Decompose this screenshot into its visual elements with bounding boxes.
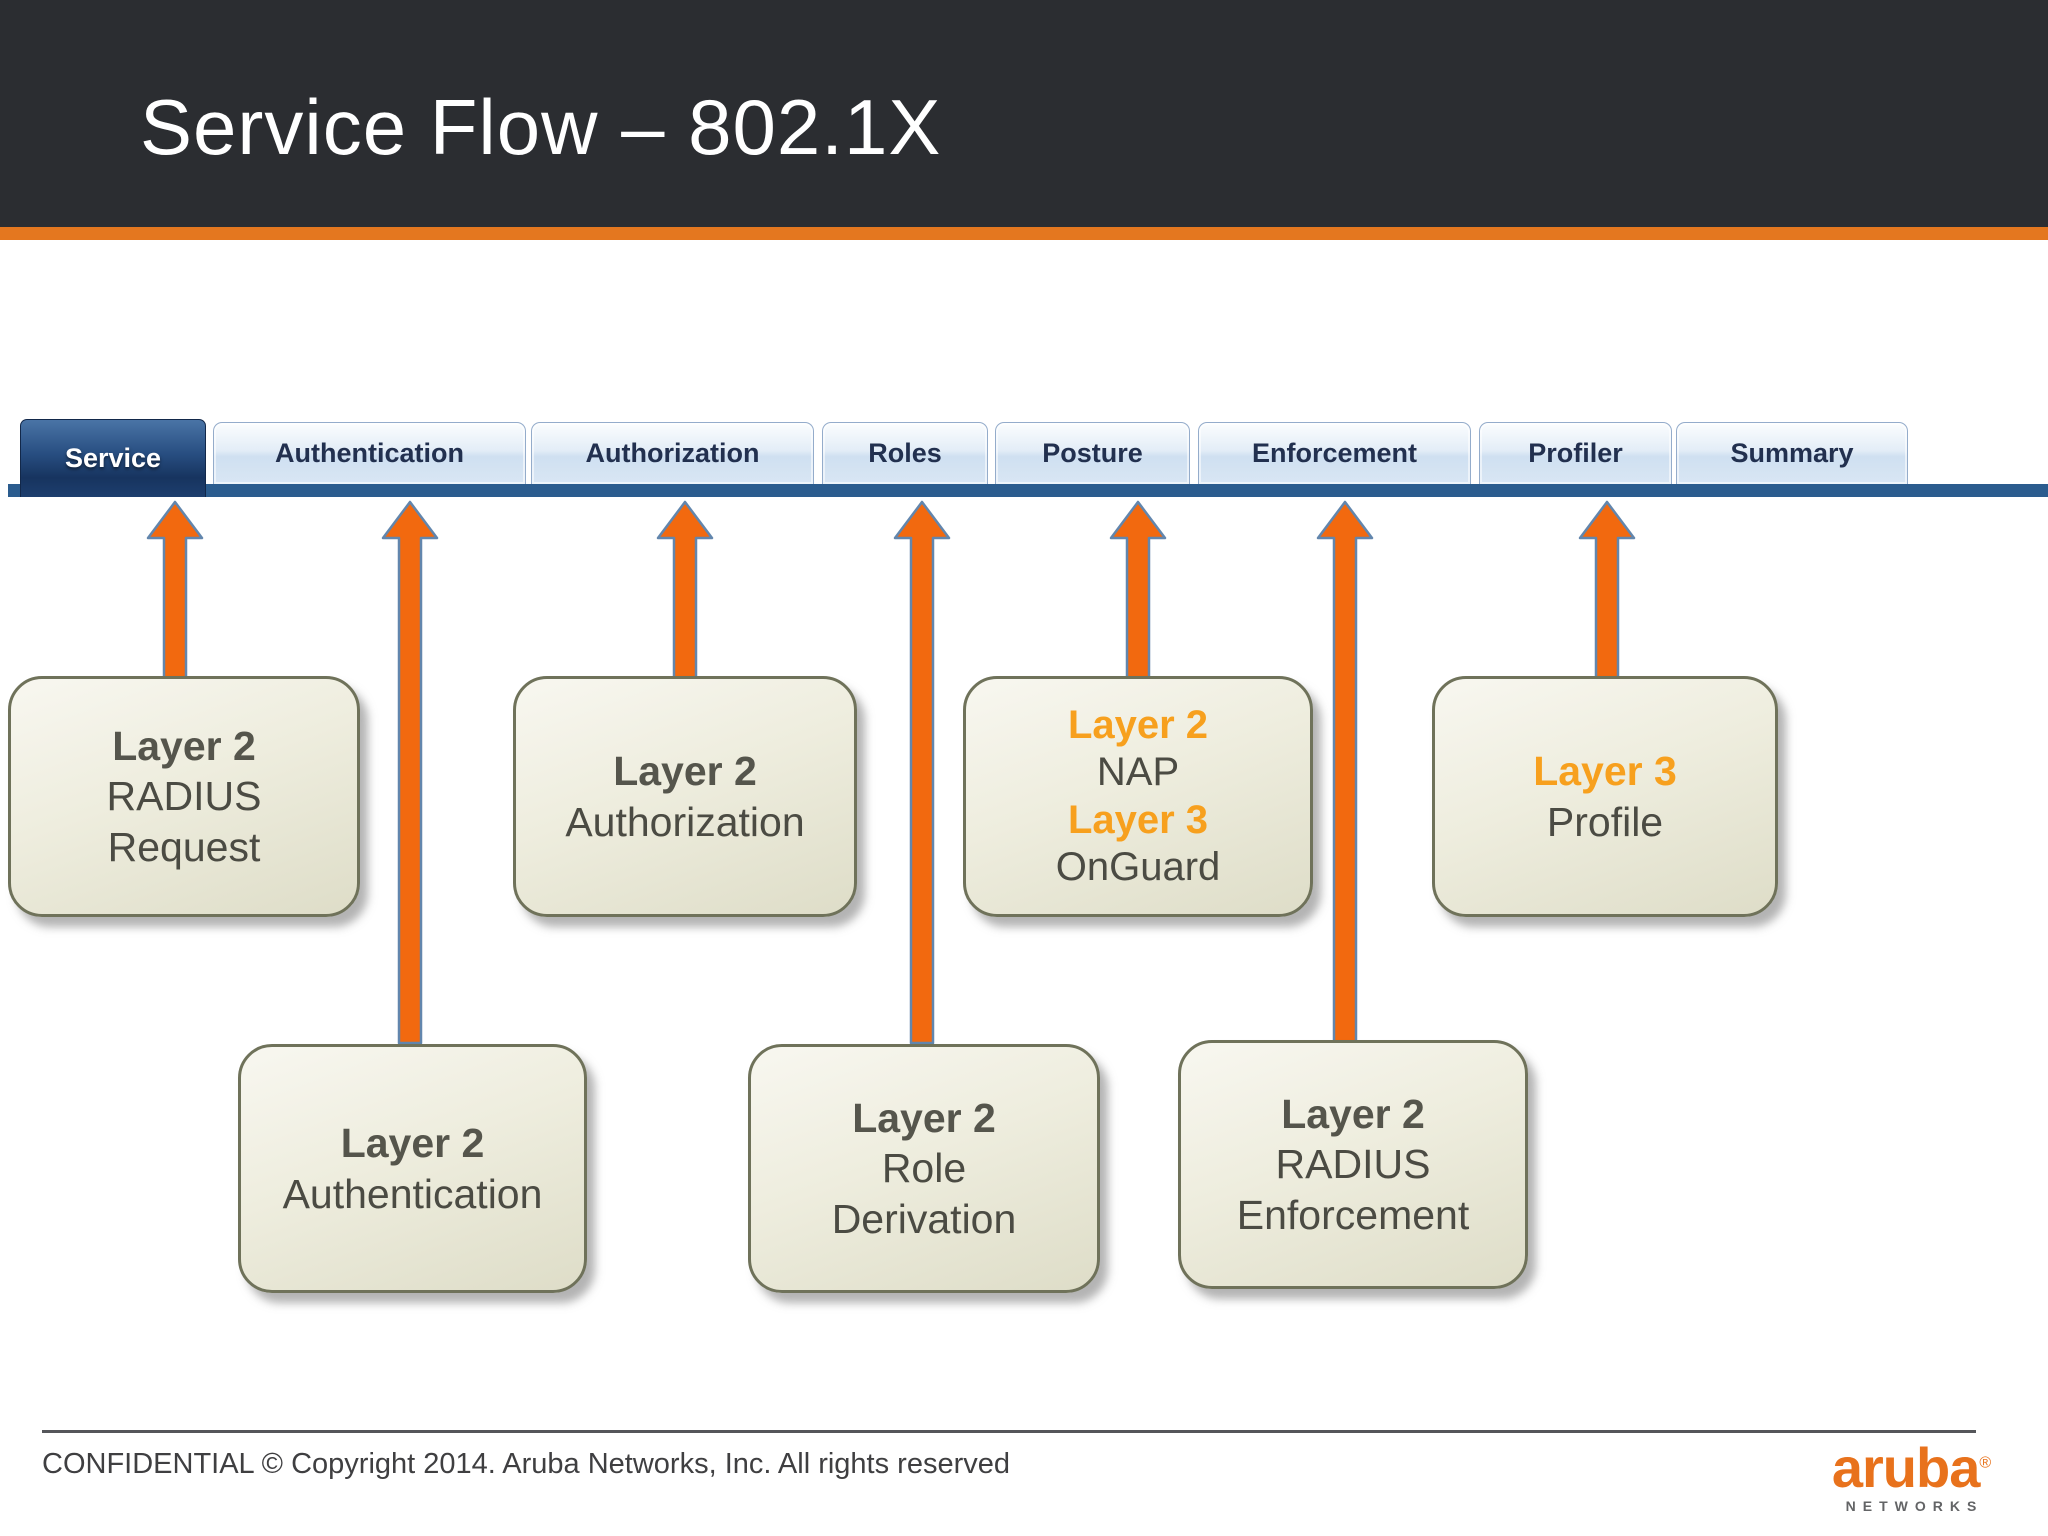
box-line: Profile: [1546, 798, 1664, 845]
profiler-box: Layer 3 Profile: [1432, 676, 1778, 917]
authorization-box: Layer 2 Authorization: [513, 676, 857, 917]
posture-box: Layer 2 NAP Layer 3 OnGuard: [963, 676, 1313, 917]
aruba-logo-wordmark: aruba®: [1826, 1440, 1996, 1496]
tab-posture[interactable]: Posture: [995, 422, 1190, 484]
footer-divider: [42, 1430, 1976, 1433]
aruba-logo-networks-text: NETWORKS: [1845, 1498, 1984, 1514]
box-line: Request: [107, 823, 261, 870]
box-line: Layer 2: [340, 1120, 485, 1167]
flow-arrow-posture: [1109, 500, 1167, 680]
flow-arrow-enforcement: [1316, 500, 1374, 1044]
tab-enforcement[interactable]: Enforcement: [1198, 422, 1471, 484]
roles-box: Layer 2 Role Derivation: [748, 1044, 1100, 1293]
box-line: Layer 3: [1533, 748, 1677, 795]
tab-authorization[interactable]: Authorization: [531, 422, 814, 484]
tab-service[interactable]: Service: [20, 419, 206, 497]
tabbar-underline: [8, 484, 2048, 497]
tab-summary[interactable]: Summary: [1676, 422, 1908, 484]
flow-arrow-authorization: [656, 500, 714, 680]
box-line: Layer 3: [1067, 797, 1209, 842]
flow-arrow-profiler: [1578, 500, 1636, 680]
tab-authentication[interactable]: Authentication: [213, 422, 526, 484]
page-title: Service Flow – 802.1X: [140, 83, 942, 171]
box-line: Layer 2: [1281, 1091, 1425, 1138]
tab-profiler[interactable]: Profiler: [1479, 422, 1672, 484]
aruba-logo-text: aruba: [1831, 1436, 1980, 1499]
enforcement-box: Layer 2 RADIUS Enforcement: [1178, 1040, 1528, 1289]
service-box: Layer 2 RADIUS Request: [8, 676, 360, 917]
box-line: Layer 2: [112, 723, 256, 770]
box-line: Layer 2: [852, 1095, 996, 1142]
box-line: Layer 2: [613, 748, 757, 795]
confidential-notice: CONFIDENTIAL © Copyright 2014. Aruba Net…: [42, 1448, 1010, 1480]
box-line: Authentication: [282, 1170, 543, 1217]
flow-arrow-service: [146, 500, 204, 680]
box-line: Derivation: [831, 1195, 1017, 1242]
box-line: Enforcement: [1236, 1191, 1470, 1238]
box-line: RADIUS: [1275, 1141, 1431, 1188]
accent-stripe: [0, 227, 2048, 240]
registered-trademark-icon: ®: [1979, 1454, 1991, 1472]
aruba-logo: aruba® NETWORKS: [1826, 1440, 1996, 1515]
tab-roles[interactable]: Roles: [822, 422, 988, 484]
box-line: OnGuard: [1055, 844, 1221, 889]
box-line: Layer 2: [1067, 703, 1209, 748]
flow-arrow-authentication: [381, 500, 439, 1044]
authentication-box: Layer 2 Authentication: [238, 1044, 587, 1293]
box-line: Role: [881, 1145, 967, 1192]
slide-header: Service Flow – 802.1X: [0, 0, 2048, 227]
box-line: NAP: [1096, 750, 1180, 795]
box-line: Authorization: [565, 798, 805, 845]
flow-arrow-roles: [893, 500, 951, 1044]
box-line: RADIUS: [106, 773, 262, 820]
